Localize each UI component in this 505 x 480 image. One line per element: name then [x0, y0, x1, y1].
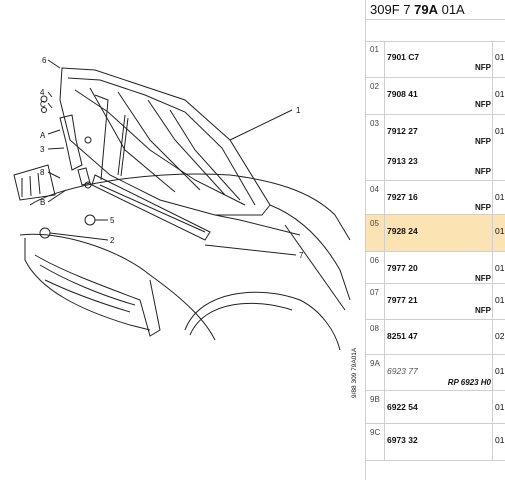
part-reference[interactable]: 7928 24 [387, 226, 418, 236]
part-quantity: 02 [495, 331, 505, 341]
callout-3: 3 [40, 145, 45, 154]
part-reference[interactable]: 6973 32 [387, 435, 418, 445]
part-reference[interactable]: 7913 23 [387, 156, 418, 166]
header-bold: 79A [414, 2, 438, 17]
column-divider [384, 78, 385, 114]
column-divider [492, 355, 493, 390]
callout-B: B [40, 198, 45, 207]
column-divider [492, 215, 493, 251]
column-divider [384, 252, 385, 283]
row-index: 05 [370, 219, 379, 228]
column-divider [492, 320, 493, 354]
column-divider [492, 424, 493, 460]
callout-2: 2 [110, 236, 115, 245]
column-divider [384, 355, 385, 390]
part-reference[interactable]: 7901 C7 [387, 52, 420, 62]
part-quantity: 01 [495, 402, 505, 412]
column-divider [492, 252, 493, 283]
row-index: 9C [370, 428, 381, 437]
column-divider [384, 391, 385, 423]
part-quantity: 01 [495, 295, 505, 305]
callout-4: 4 [40, 88, 45, 97]
part-quantity: 01 [495, 435, 505, 445]
part-note: NFP [475, 306, 491, 315]
column-divider [492, 115, 493, 180]
part-quantity: 01 [495, 52, 505, 62]
callout-1: 1 [296, 106, 301, 115]
header-spacer [366, 20, 505, 42]
part-note: NFP [475, 100, 491, 109]
row-index: 03 [370, 119, 379, 128]
row-index: 07 [370, 288, 379, 297]
column-divider [492, 181, 493, 214]
row-index: 06 [370, 256, 379, 265]
part-reference[interactable]: 7977 20 [387, 263, 418, 273]
column-divider [384, 424, 385, 460]
parts-row[interactable]: 05 7928 24 01 [366, 215, 505, 252]
column-divider [492, 391, 493, 423]
callout-6: 6 [42, 56, 47, 65]
part-note: NFP [475, 167, 491, 176]
callout-7: 7 [299, 251, 304, 260]
hood-parts-diagram: 6 1 4 C A 3 8 B 5 2 7 9/88 309 79A01A [13, 56, 358, 398]
row-index: 08 [370, 324, 379, 333]
part-quantity: 01 [495, 192, 505, 202]
part-note: RP 6923 H0 [447, 378, 491, 387]
part-note: NFP [475, 274, 491, 283]
callout-8: 8 [40, 168, 45, 177]
row-index: 01 [370, 45, 379, 54]
part-quantity: 01 [495, 126, 505, 136]
part-note: NFP [475, 137, 491, 146]
parts-row[interactable]: 9B 6922 54 01 [366, 391, 505, 424]
parts-row[interactable]: 08 8251 47 02 [366, 320, 505, 355]
part-note: NFP [475, 63, 491, 72]
row-index: 9A [370, 359, 380, 368]
part-reference[interactable]: 8251 47 [387, 331, 418, 341]
column-divider [384, 41, 385, 77]
part-reference[interactable]: 7908 41 [387, 89, 418, 99]
row-index: 9B [370, 395, 380, 404]
row-index: 02 [370, 82, 379, 91]
column-divider [492, 78, 493, 114]
column-divider [384, 215, 385, 251]
part-quantity: 01 [495, 366, 505, 376]
part-quantity: 01 [495, 89, 505, 99]
column-divider [384, 320, 385, 354]
part-reference[interactable]: 7927 16 [387, 192, 418, 202]
row-index: 04 [370, 185, 379, 194]
header-prefix: 309F 7 [370, 2, 411, 17]
parts-row[interactable]: 9A 6923 77 01 RP 6923 H0 [366, 355, 505, 391]
callout-5: 5 [110, 216, 115, 225]
part-quantity: 01 [495, 226, 505, 236]
column-divider [384, 181, 385, 214]
column-divider [384, 284, 385, 319]
column-divider [492, 284, 493, 319]
part-reference[interactable]: 6923 77 [387, 366, 418, 376]
callout-C: C [40, 100, 46, 109]
diagram-caption: 9/88 309 79A01A [351, 347, 358, 398]
part-reference[interactable]: 7977 21 [387, 295, 418, 305]
part-reference[interactable]: 6922 54 [387, 402, 418, 412]
callout-A: A [40, 131, 46, 140]
part-reference[interactable]: 7912 27 [387, 126, 418, 136]
column-divider [492, 41, 493, 77]
parts-row[interactable]: 9C 6973 32 01 [366, 424, 505, 461]
header-suffix: 01A [441, 2, 465, 17]
part-note: NFP [475, 203, 491, 212]
column-divider [384, 115, 385, 180]
part-quantity: 01 [495, 263, 505, 273]
panel-header: 309F 7 79A 01A [366, 0, 505, 20]
